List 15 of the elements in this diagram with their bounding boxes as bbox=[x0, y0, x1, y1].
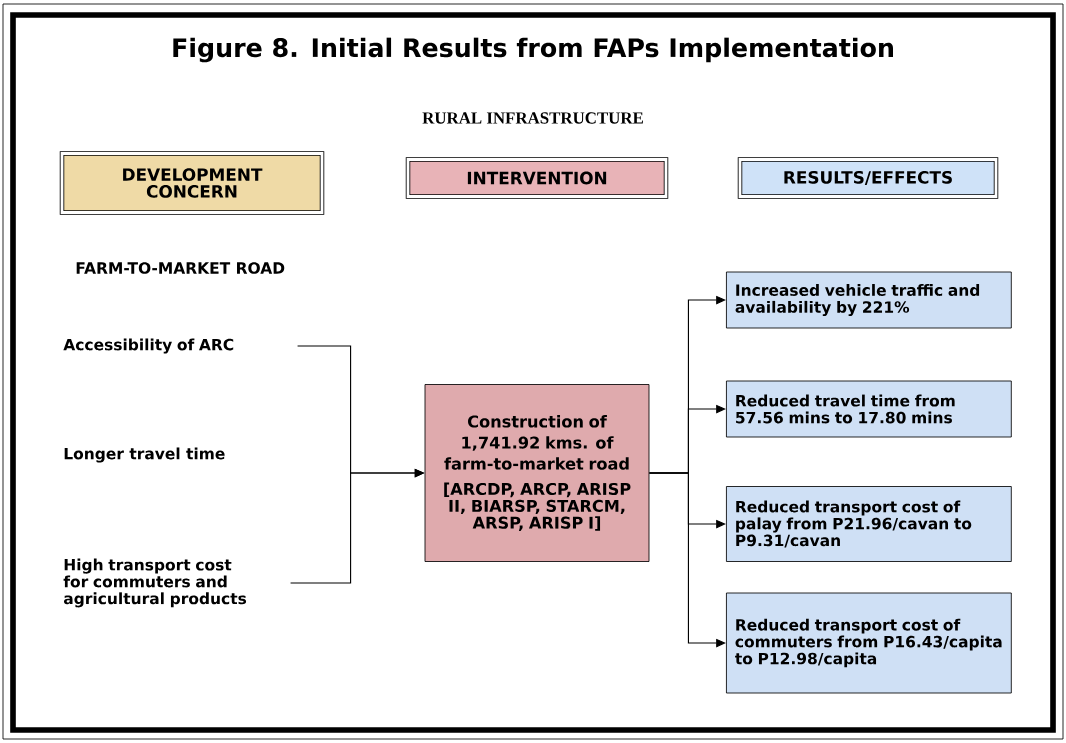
header-box: DEVELOPMENT CONCERN bbox=[59, 151, 325, 215]
result-box: Reduced transport cost of commuters from P16.43/capita to P12.98/capita bbox=[726, 592, 1012, 694]
header-box: RESULTS/EFFECTS bbox=[737, 157, 999, 199]
result-box: Increased vehicle traffic and availability by 221% bbox=[726, 271, 1012, 329]
title: Figure 8. Initial Results from FAPs Implementation bbox=[173, 37, 893, 63]
subheading: FARM-TO-MARKET ROAD bbox=[76, 262, 285, 274]
concern-text: High transport cost for commuters and agricultural products bbox=[63, 558, 247, 608]
section-heading: RURAL INFRASTRUCTURE bbox=[422, 112, 643, 124]
header-box: INTERVENTION bbox=[405, 157, 669, 199]
result-box: Reduced travel time from 57.56 mins to 17.80 mins bbox=[726, 380, 1012, 438]
process-box: Construction of 1,741.92 kms. of farm-to-market road [ARCDP, ARCP, ARISP II, BIARSP, STARCM, ARSP, ARISP I] bbox=[424, 384, 650, 562]
arrow bbox=[648, 472, 726, 648]
result-box: Reduced transport cost of palay from P21.96/cavan to P9.31/cavan bbox=[726, 486, 1012, 562]
concern-text: Longer travel time bbox=[64, 447, 225, 463]
concern-text: Accessibility of ARC bbox=[63, 338, 234, 354]
